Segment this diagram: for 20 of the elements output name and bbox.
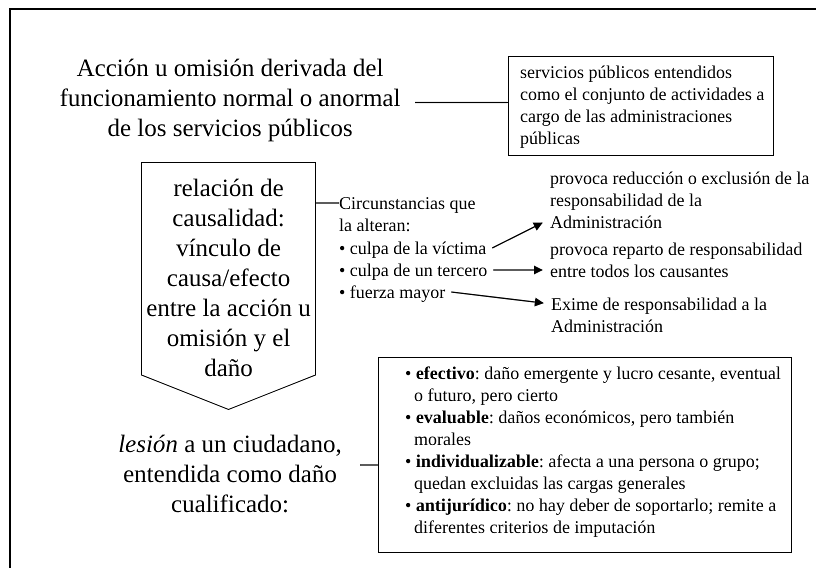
connector-line bbox=[316, 202, 339, 204]
node-text: • fuerza mayor bbox=[339, 281, 446, 303]
node-text: lesión a un ciudadano, entendida como daño cualificado: bbox=[117, 430, 343, 520]
node-text: • culpa de un tercero bbox=[339, 259, 488, 281]
node-text: provoca reparto de responsabilidad entre todos los causantes bbox=[550, 238, 804, 282]
connector-line bbox=[415, 102, 508, 104]
pentagon-arrow-shape bbox=[141, 162, 316, 410]
node-text: Circunstancias que la alteran: bbox=[339, 192, 476, 236]
arrow bbox=[451, 291, 544, 307]
arrow bbox=[492, 222, 543, 249]
node-text: servicios públicos entendidos como el conjunto de actividades a cargo de las administraciones públicas bbox=[520, 61, 766, 149]
node-text: Exime de responsabilidad a la Administración bbox=[551, 293, 768, 337]
list-item: • antijurídico: no hay deber de soportarlo; remite a diferentes criterios de imputación bbox=[405, 494, 778, 538]
arrow bbox=[493, 265, 543, 275]
node-text: • culpa de la víctima bbox=[339, 237, 486, 259]
note-box bbox=[378, 357, 792, 553]
node-text: Acción u omisión derivada del funcionamiento normal o anormal de los servicios públicos bbox=[58, 54, 402, 144]
note-box bbox=[508, 56, 774, 156]
node-text: relación de causalidad: vínculo de causa/efecto entre la acción u omisión y el daño bbox=[145, 174, 312, 384]
connector-line bbox=[360, 464, 378, 466]
